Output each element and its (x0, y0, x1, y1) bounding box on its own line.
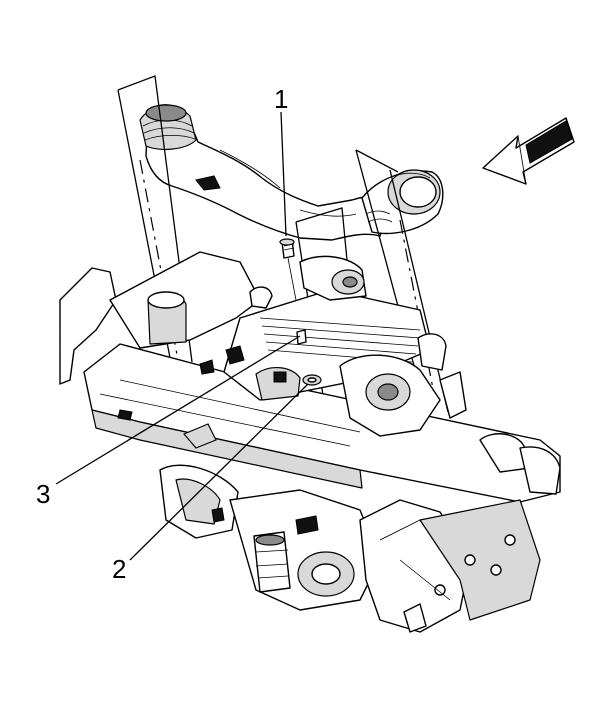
callout-label-2: 2 (112, 554, 127, 584)
leader-line-3 (55, 335, 301, 485)
front-direction-arrow-icon (482, 117, 575, 185)
grommet-part (302, 374, 322, 386)
lower-engine (159, 464, 541, 633)
stud-part (296, 329, 307, 345)
engine-assembly (109, 251, 467, 437)
callout-label-1: 1 (274, 84, 289, 114)
callout-leader-lines (55, 111, 309, 561)
air-intake-duct (139, 104, 444, 241)
callout-label-3: 3 (36, 479, 51, 509)
leader-line-1 (280, 111, 287, 237)
radiator-support (59, 267, 561, 503)
bolt-part (279, 238, 297, 301)
leader-line-2 (129, 383, 309, 561)
